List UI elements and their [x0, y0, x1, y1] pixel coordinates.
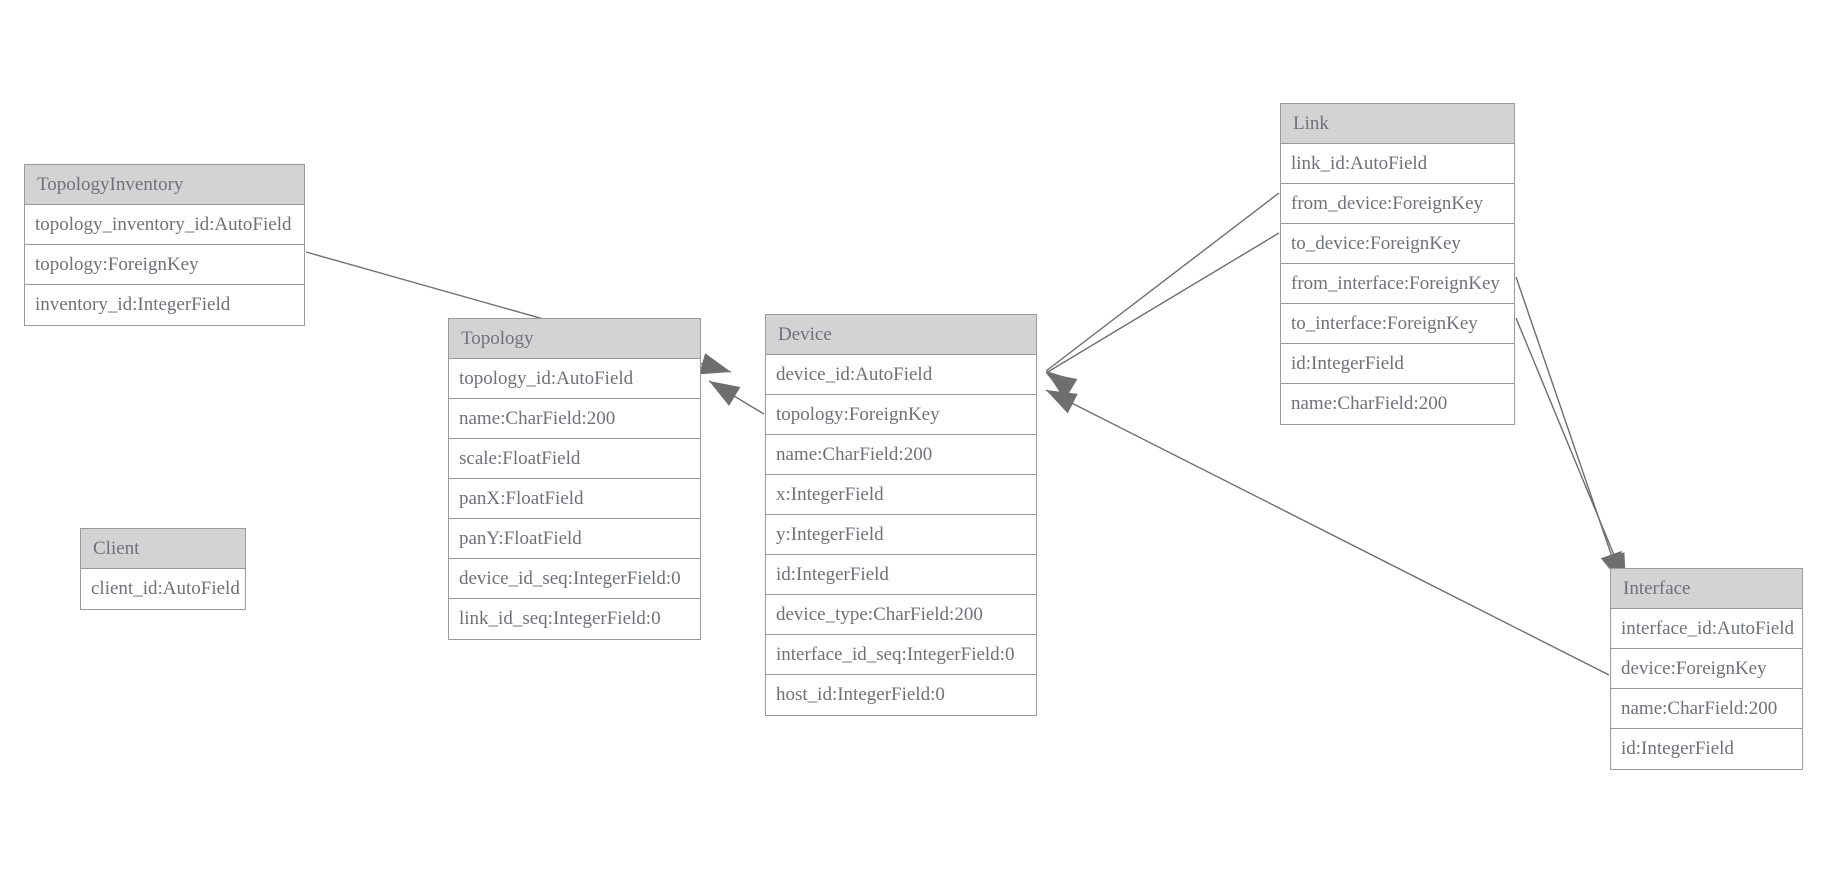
entity-title-topology: Topology: [449, 319, 700, 359]
entity-field-row[interactable]: name:CharField:200: [449, 399, 700, 439]
entity-field-row[interactable]: interface_id_seq:IntegerField:0: [766, 635, 1036, 675]
entity-field-row[interactable]: from_interface:ForeignKey: [1281, 264, 1514, 304]
relationship-line-rel-device-topology: [708, 380, 765, 415]
entity-field-row[interactable]: id:IntegerField: [766, 555, 1036, 595]
entity-field-row[interactable]: device_type:CharField:200: [766, 595, 1036, 635]
entity-title-device: Device: [766, 315, 1036, 355]
entity-field-row[interactable]: panY:FloatField: [449, 519, 700, 559]
relationship-line-rel-link-tointerface: [1515, 317, 1627, 585]
entity-field-row[interactable]: client_id:AutoField: [81, 569, 245, 609]
relationship-arrowhead-rel-link-fromdevice: [1046, 371, 1077, 398]
relationship-line-rel-link-todevice: [1045, 232, 1280, 374]
entity-field-row[interactable]: interface_id:AutoField: [1611, 609, 1802, 649]
relationship-arrowhead-rel-topologyinventory-topology: [699, 353, 731, 375]
entity-title-link: Link: [1281, 104, 1514, 144]
entity-title-client: Client: [81, 529, 245, 569]
relationship-arrowhead-rel-interface-device: [1046, 390, 1078, 414]
relationship-line-rel-link-frominterface: [1515, 276, 1622, 584]
entity-field-row[interactable]: to_device:ForeignKey: [1281, 224, 1514, 264]
entity-field-row[interactable]: topology_id:AutoField: [449, 359, 700, 399]
relationship-line-rel-interface-device: [1045, 389, 1610, 676]
relationship-arrowhead-rel-device-topology: [709, 381, 741, 406]
entity-title-topology-inventory: TopologyInventory: [25, 165, 304, 205]
entity-field-row[interactable]: host_id:IntegerField:0: [766, 675, 1036, 715]
entity-field-row[interactable]: inventory_id:IntegerField: [25, 285, 304, 325]
entity-field-row[interactable]: id:IntegerField: [1281, 344, 1514, 384]
entity-field-row[interactable]: from_device:ForeignKey: [1281, 184, 1514, 224]
entity-title-interface: Interface: [1611, 569, 1802, 609]
relationship-arrowhead-rel-link-todevice: [1046, 373, 1078, 398]
entity-field-row[interactable]: scale:FloatField: [449, 439, 700, 479]
entity-field-row[interactable]: panX:FloatField: [449, 479, 700, 519]
entity-field-row[interactable]: device:ForeignKey: [1611, 649, 1802, 689]
entity-field-row[interactable]: id:IntegerField: [1611, 729, 1802, 769]
entity-field-row[interactable]: topology:ForeignKey: [25, 245, 304, 285]
entity-field-row[interactable]: name:CharField:200: [766, 435, 1036, 475]
entity-field-row[interactable]: link_id_seq:IntegerField:0: [449, 599, 700, 639]
entity-field-row[interactable]: device_id_seq:IntegerField:0: [449, 559, 700, 599]
relationship-line-rel-link-fromdevice: [1045, 192, 1280, 372]
entity-field-row[interactable]: x:IntegerField: [766, 475, 1036, 515]
entity-field-row[interactable]: name:CharField:200: [1281, 384, 1514, 424]
entity-field-row[interactable]: name:CharField:200: [1611, 689, 1802, 729]
entity-field-row[interactable]: to_interface:ForeignKey: [1281, 304, 1514, 344]
entity-field-row[interactable]: device_id:AutoField: [766, 355, 1036, 395]
entity-field-row[interactable]: link_id:AutoField: [1281, 144, 1514, 184]
entity-field-row[interactable]: topology_inventory_id:AutoField: [25, 205, 304, 245]
entity-field-row[interactable]: topology:ForeignKey: [766, 395, 1036, 435]
entity-field-row[interactable]: y:IntegerField: [766, 515, 1036, 555]
